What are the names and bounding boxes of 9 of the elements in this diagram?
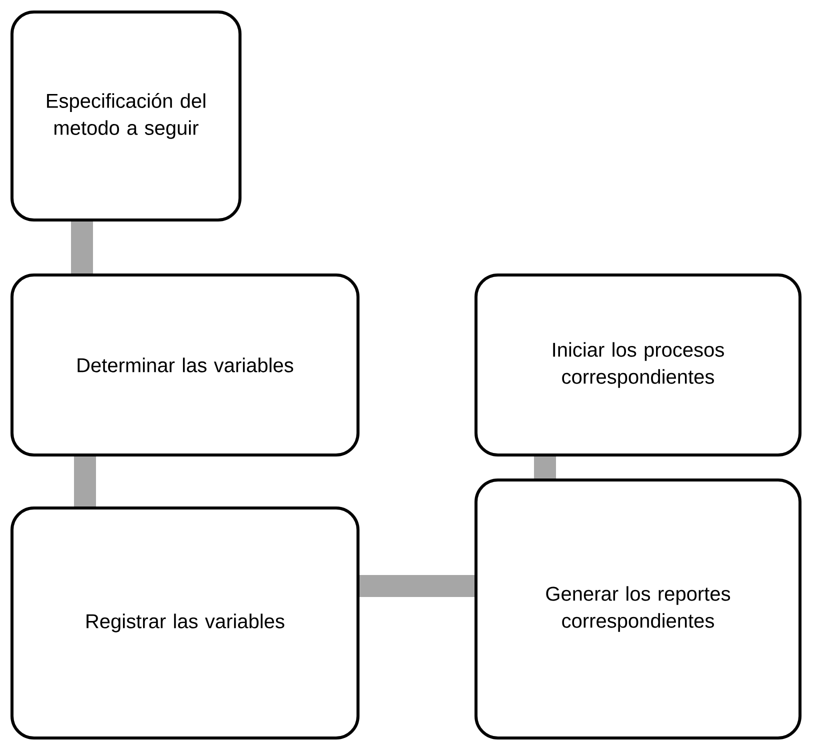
process-box: Especificación del metodo a seguir xyxy=(10,10,242,222)
process-box: Determinar las variables xyxy=(10,274,360,456)
process-box: Registrar las variables xyxy=(10,506,360,740)
connector-bar xyxy=(74,456,96,506)
process-box: Generar los reportes correspondientes xyxy=(474,478,802,740)
connector-bar xyxy=(71,222,93,274)
connector-bar xyxy=(360,575,474,597)
process-box: Iniciar los procesos correspondientes xyxy=(474,274,802,456)
connector-bar xyxy=(534,456,556,478)
